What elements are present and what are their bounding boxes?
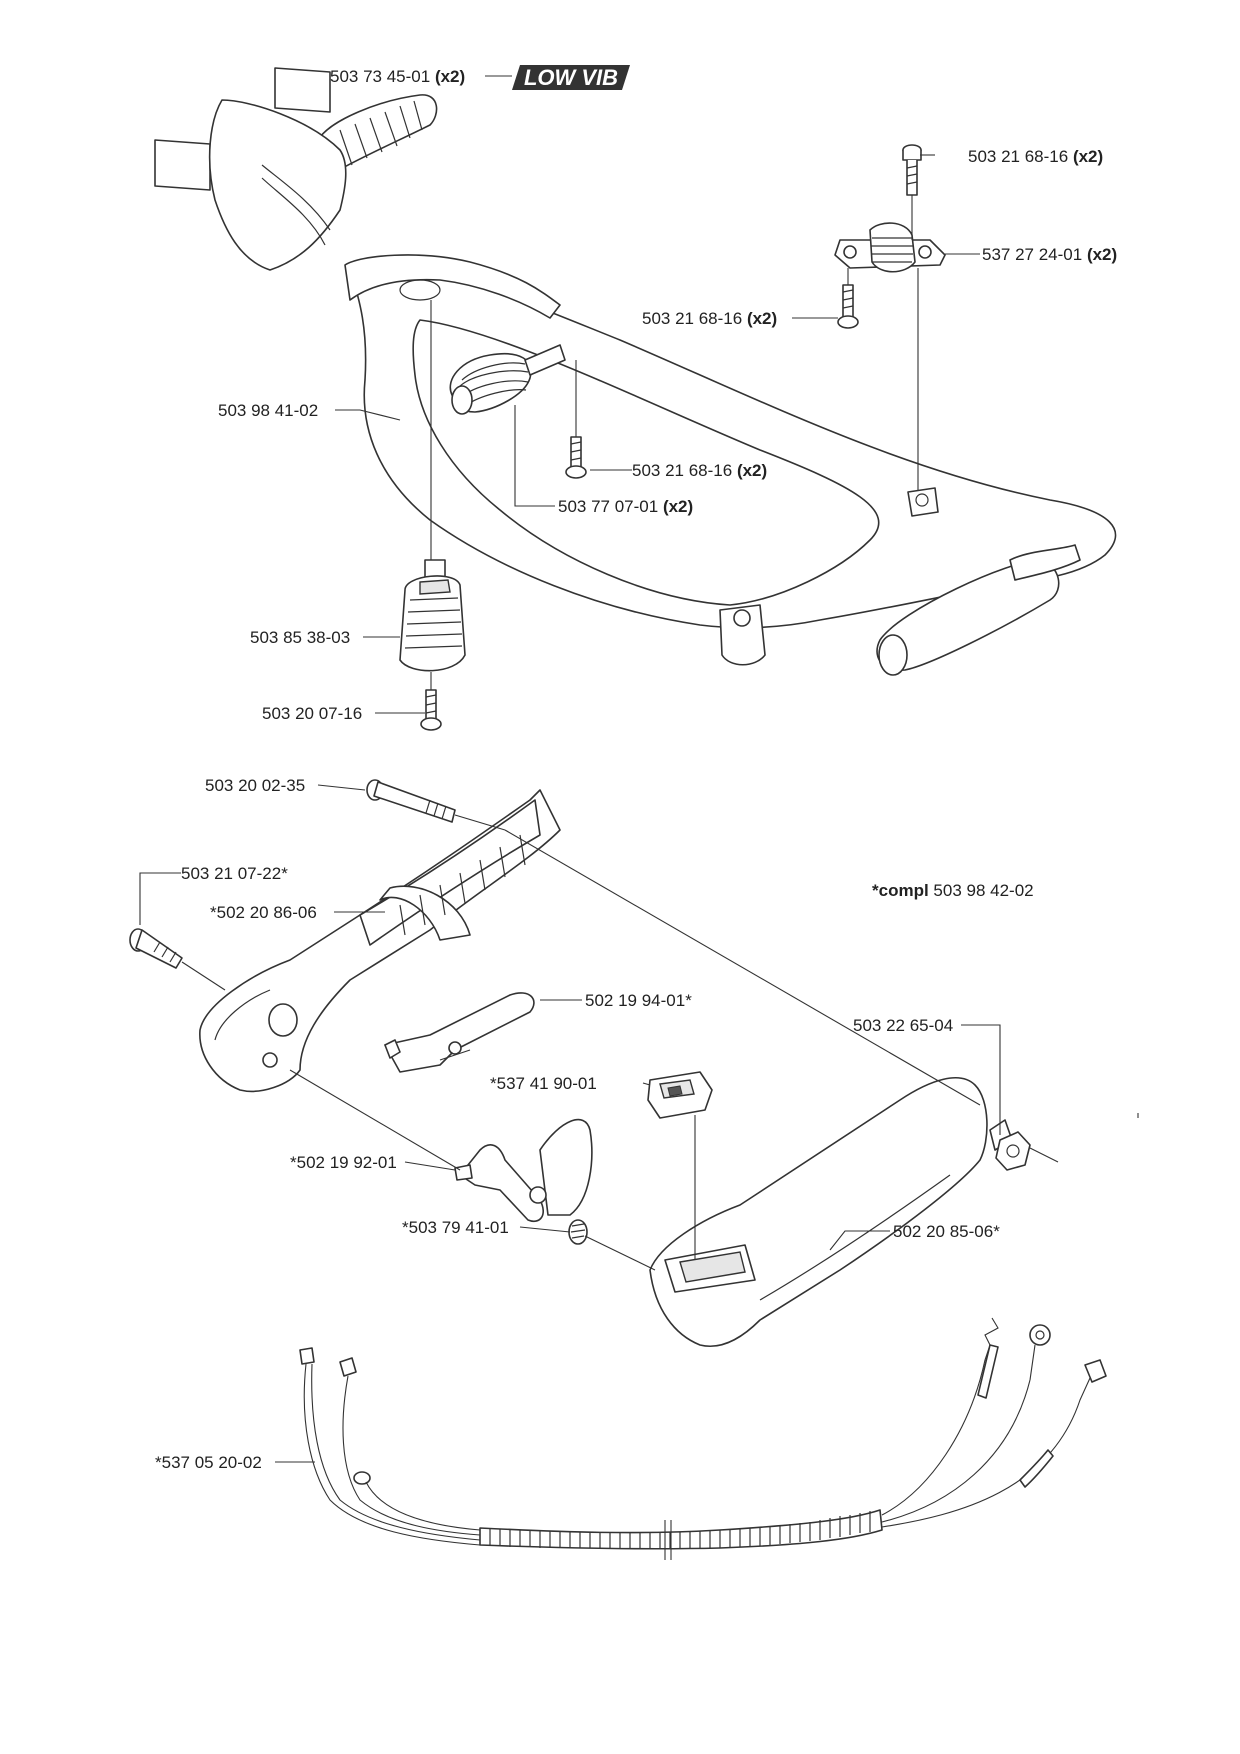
damper-block-part	[834, 222, 946, 273]
front-handle-assembly: LOW VIB	[154, 65, 1117, 731]
leader-lines	[139, 75, 1139, 1463]
part-labels: 503 73 45-01 (x2) 503 21 68-16 (x2) 537 …	[155, 67, 1117, 1472]
label-screw-low: 503 21 68-16 (x2)	[632, 461, 767, 480]
label-nut: 503 22 65-04	[853, 1016, 953, 1035]
label-damper: 503 85 38-03	[250, 628, 350, 647]
label-handle-bar: 503 98 41-02	[218, 401, 318, 420]
label-long-screw: 503 20 02-35	[205, 776, 305, 795]
handle-grip	[317, 94, 438, 176]
harness-corrugation	[489, 1511, 871, 1549]
switch-part	[647, 1071, 713, 1119]
throttle-lockout-part	[384, 992, 535, 1073]
label-wiring-harness: *537 05 20-02	[155, 1453, 262, 1472]
label-throttle-trigger: *502 19 92-01	[290, 1153, 397, 1172]
handle-shield	[208, 99, 347, 271]
screw-mid-part	[837, 284, 859, 329]
label-bolt-damper: 503 20 07-16	[262, 704, 362, 723]
decal-sticker-lower	[154, 139, 211, 191]
label-trigger-spring: *503 79 41-01	[402, 1218, 509, 1237]
screw-low-part	[565, 436, 587, 479]
grip-ribs	[339, 100, 423, 166]
label-screw-handle: 503 21 07-22*	[181, 864, 288, 883]
label-throttle-lockout: 502 19 94-01*	[585, 991, 692, 1010]
label-handle-half-right: 502 20 85-06*	[893, 1222, 1000, 1241]
throttle-trigger-part	[454, 1118, 593, 1222]
low-vib-logo: LOW VIB	[512, 65, 630, 90]
handle-half-left-part	[199, 789, 561, 1093]
nut-part	[995, 1131, 1031, 1171]
screw-top-part	[902, 144, 922, 196]
bolt-damper-part	[420, 689, 442, 731]
screw-handle-part	[129, 928, 183, 969]
damper-part	[399, 559, 466, 672]
label-screw-top: 503 21 68-16 (x2)	[968, 147, 1103, 166]
label-compl-note: *compl 503 98 42-02	[872, 881, 1034, 900]
decal-sticker-upper	[274, 67, 331, 113]
label-damper-block: 537 27 24-01 (x2)	[982, 245, 1117, 264]
trigger-spring-part	[568, 1219, 588, 1245]
label-handle-half-left: *502 20 86-06	[210, 903, 317, 922]
logo-text: LOW VIB	[524, 65, 618, 90]
spring-part	[449, 344, 566, 415]
long-screw-part	[366, 779, 456, 823]
handle-bar-inner	[412, 319, 880, 606]
wiring-harness-assembly	[299, 1317, 1107, 1560]
label-decal: 503 73 45-01 (x2)	[330, 67, 465, 86]
handle-lug	[719, 604, 766, 666]
label-switch: *537 41 90-01	[490, 1074, 597, 1093]
handle-half-right-part	[649, 1077, 1013, 1347]
label-spring: 503 77 07-01 (x2)	[558, 497, 693, 516]
rear-handle-assembly	[129, 779, 1059, 1347]
label-screw-mid: 503 21 68-16 (x2)	[642, 309, 777, 328]
